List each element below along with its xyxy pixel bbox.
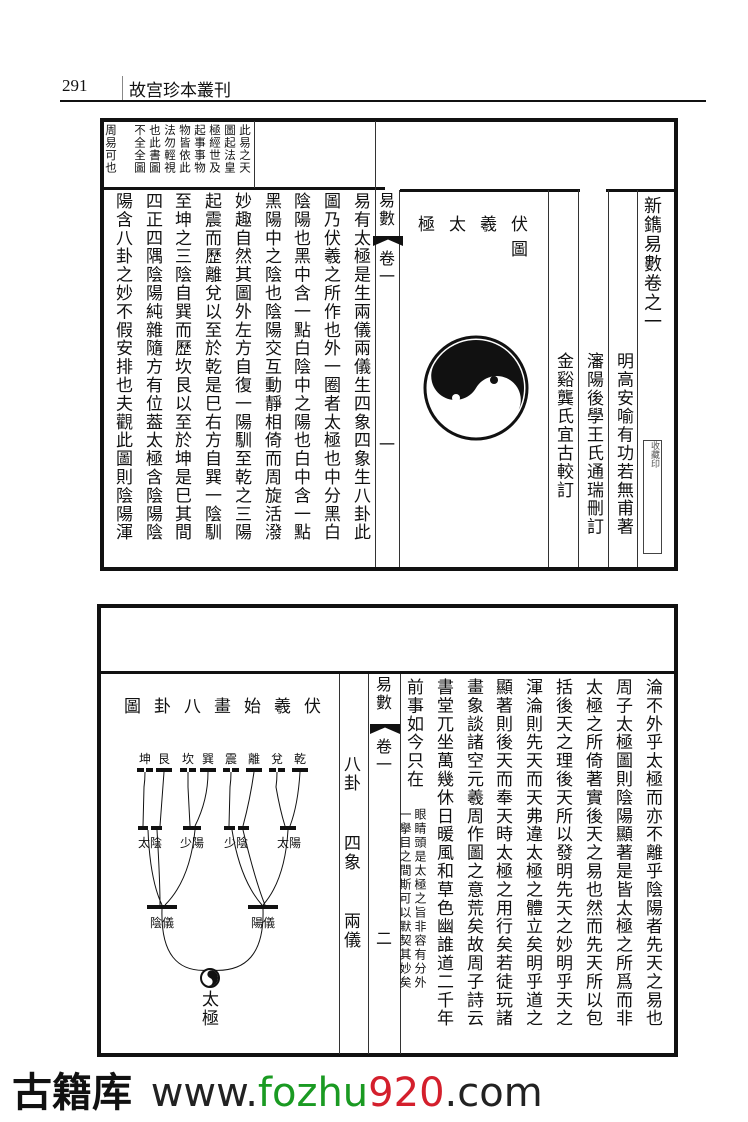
trigram-label: 坎 <box>182 752 194 766</box>
four-image-label: 陽少 <box>180 836 204 850</box>
site-watermark: 古籍库 www.fozhu920.com <box>12 1060 543 1118</box>
trigram-label: 艮 <box>158 752 170 766</box>
watermark-url[interactable]: www.fozhu920.com <box>151 1070 543 1116</box>
trigram-label: 坤 <box>139 751 151 766</box>
url-green: fozhu <box>258 1070 368 1116</box>
trigram-label: 震 <box>225 752 237 766</box>
url-prefix: www. <box>151 1070 258 1116</box>
four-image-label: 陽太 <box>277 835 301 850</box>
watermark-name: 古籍库 <box>12 1070 132 1116</box>
url-suffix: .com <box>445 1070 543 1116</box>
trigram-label: 巽 <box>202 752 214 766</box>
trigram-label: 兌 <box>271 752 283 766</box>
derivation-lines <box>143 772 300 970</box>
taiji-origin-label: 太極 <box>201 990 221 1028</box>
four-image-label: 陰太 <box>138 835 162 850</box>
two-mode-label: 儀陽 <box>251 916 275 930</box>
trigram-label: 乾 <box>294 752 306 766</box>
small-taiji-icon <box>201 969 220 988</box>
trigram-label: 離 <box>248 752 260 766</box>
url-red: 920 <box>368 1070 444 1116</box>
four-image-label: 陰少 <box>224 836 248 850</box>
two-mode-label: 儀陰 <box>150 916 174 930</box>
